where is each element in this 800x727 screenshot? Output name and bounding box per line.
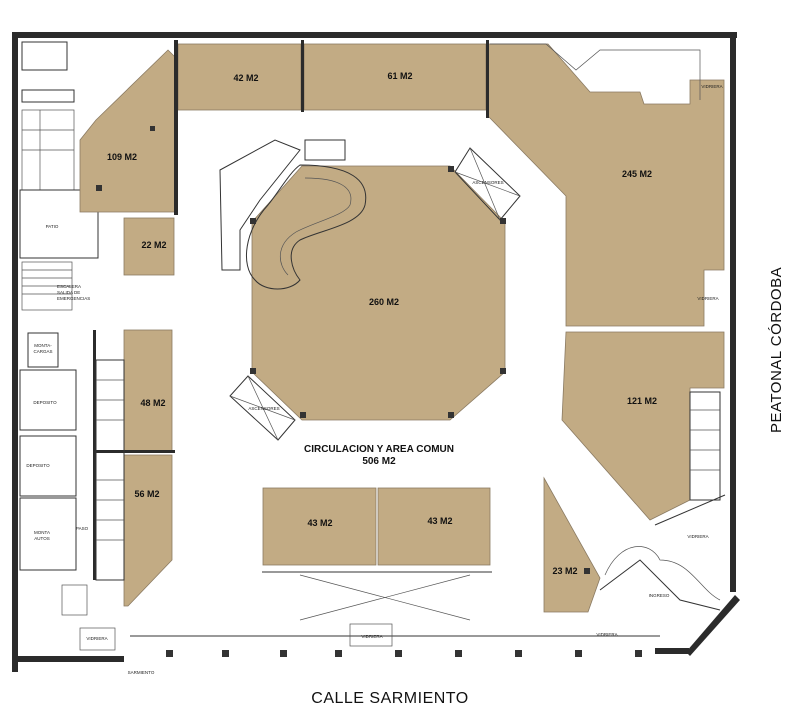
- unit-42[interactable]: [177, 43, 302, 111]
- label-montacargas-1: MONTA-: [34, 343, 52, 348]
- label-escalera-3: EMERGENCIAS: [57, 296, 90, 301]
- common-area-label: CIRCULACION Y AREA COMUN 506 M2: [304, 444, 454, 467]
- label-unit-61: 61 M2: [387, 71, 412, 81]
- label-deposito-1: DEPOSITO: [33, 400, 57, 405]
- label-unit-245: 245 M2: [622, 169, 652, 179]
- unit-22[interactable]: [123, 217, 175, 276]
- partitions: [93, 40, 726, 647]
- label-unit-42: 42 M2: [233, 73, 258, 83]
- units: [79, 43, 725, 613]
- label-vidriera-mid: VIDRIERA: [361, 634, 382, 639]
- label-unit-48: 48 M2: [140, 398, 165, 408]
- label-vidriera-corner: VIDRIERA: [697, 296, 718, 301]
- label-ingreso: INGRESO: [649, 593, 670, 598]
- street-label-bottom: CALLE SARMIENTO: [311, 690, 469, 707]
- label-vidriera-right2: VIDRIERA: [596, 632, 617, 637]
- label-unit-121: 121 M2: [627, 396, 657, 406]
- label-montaautos-2: AUTOS: [34, 536, 49, 541]
- unit-56[interactable]: [123, 454, 173, 607]
- label-deposito-2: DEPOSITO: [26, 463, 50, 468]
- unit-23[interactable]: [543, 476, 601, 613]
- common-area-title: CIRCULACION Y AREA COMUN: [304, 444, 454, 455]
- label-escalera-2: SALIDA DE: [57, 290, 80, 295]
- label-unit-43a: 43 M2: [307, 518, 332, 528]
- service-area: [19, 41, 116, 651]
- label-montaautos-1: MONTA: [34, 530, 50, 535]
- label-unit-23: 23 M2: [552, 566, 577, 576]
- spiral-staircase: [219, 139, 367, 290]
- unit-48[interactable]: [123, 329, 173, 453]
- label-escalera-1: ESCALERA: [57, 284, 81, 289]
- unit-61[interactable]: [303, 43, 487, 111]
- label-unit-56: 56 M2: [134, 489, 159, 499]
- label-montacargas-2: CARGAS: [33, 349, 52, 354]
- common-area-size: 506 M2: [362, 456, 396, 467]
- label-patio: PATIO: [46, 224, 59, 229]
- label-unit-43b: 43 M2: [427, 516, 452, 526]
- label-vidriera-right1: VIDRIERA: [687, 534, 708, 539]
- small-labels: PATIO ESCALERA SALIDA DE EMERGENCIAS MON…: [26, 84, 722, 675]
- label-paso: PASO: [76, 526, 89, 531]
- label-ascensores-bottom: ASCENSORES: [248, 406, 279, 411]
- street-label-right: PEATONAL CÓRDOBA: [768, 266, 785, 433]
- unit-245[interactable]: [487, 43, 725, 327]
- label-sarmiento-small: SARMIENTO: [128, 670, 155, 675]
- columns: [96, 126, 642, 657]
- label-vidriera-left: VIDRIERA: [86, 636, 107, 641]
- unit-43b[interactable]: [377, 487, 491, 566]
- outer-walls: [12, 32, 740, 672]
- unit-260[interactable]: [251, 165, 506, 421]
- unit-43a[interactable]: [262, 487, 377, 566]
- label-unit-260: 260 M2: [369, 297, 399, 307]
- label-unit-109: 109 M2: [107, 152, 137, 162]
- label-ascensores-top: ASCENSORES: [472, 180, 503, 185]
- elevators: [229, 147, 521, 441]
- label-unit-22: 22 M2: [141, 240, 166, 250]
- unit-labels: 109 M2 42 M2 61 M2 245 M2 22 M2 260 M2 4…: [107, 71, 657, 576]
- label-vidriera-top: VIDRIERA: [701, 84, 722, 89]
